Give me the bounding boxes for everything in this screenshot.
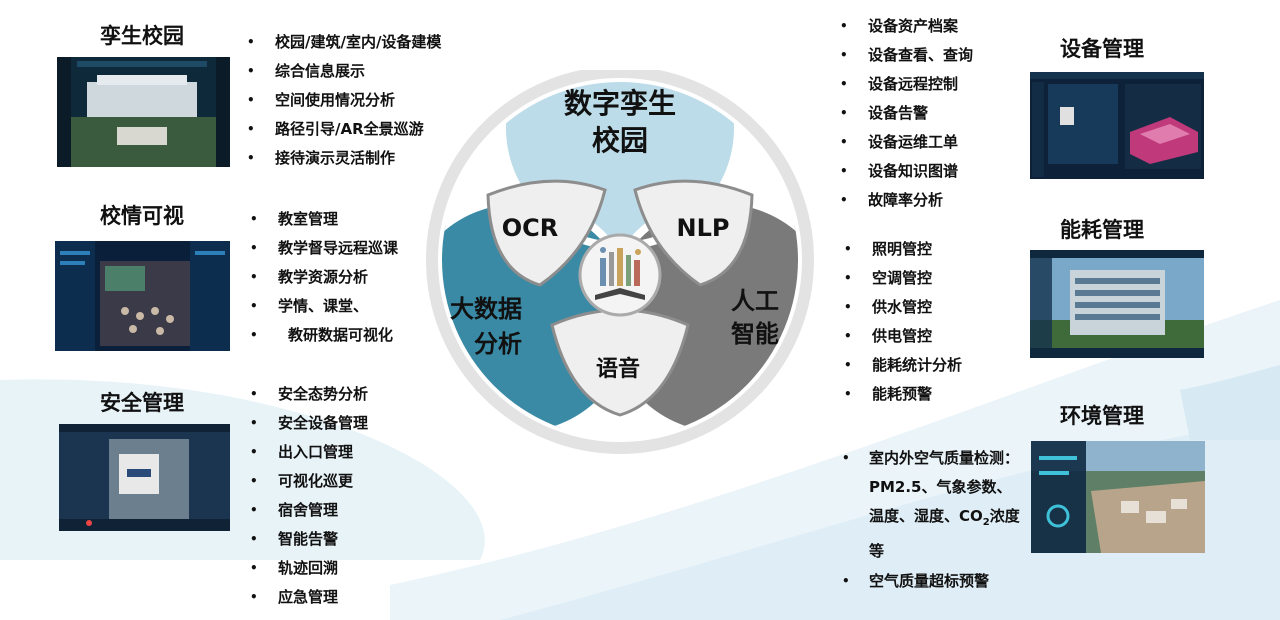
energy-title: 能耗管理	[1060, 218, 1144, 242]
environment-list: 室内外空气质量检测： PM2.5、气象参数、 温度、湿度、CO2浓度 等 空气质…	[840, 444, 1040, 596]
safety-screenshot	[59, 424, 230, 531]
env-item1-line2: PM2.5、气象参数、	[869, 478, 1012, 496]
env-item1-line4: 等	[869, 542, 885, 560]
energy-list: 照明管控 空调管控 供水管控 供电管控 能耗统计分析 能耗预警	[842, 235, 962, 409]
list-item: 校园/建筑/室内/设备建模	[245, 28, 441, 57]
list-item: 能耗统计分析	[842, 351, 962, 380]
energy-screenshot	[1030, 250, 1204, 358]
device-list: 设备资产档案 设备查看、查询 设备远程控制 设备告警 设备运维工单 设备知识图谱…	[838, 12, 973, 215]
env-item1-line3a: 温度、湿度、CO	[869, 507, 983, 525]
campus-visual-screenshot	[55, 241, 230, 351]
list-item: 轨迹回溯	[248, 554, 368, 583]
list-item: 能耗预警	[842, 380, 962, 409]
left-title-line2: 分析	[474, 330, 522, 358]
device-title: 设备管理	[1060, 37, 1144, 61]
list-item: 智能告警	[248, 525, 368, 554]
env-item1-line3: 温度、湿度、CO2浓度	[869, 502, 1040, 537]
list-item: 设备资产档案	[838, 12, 973, 41]
co2-subscript: 2	[982, 517, 990, 528]
list-item: 教学资源分析	[248, 263, 398, 292]
list-item: 设备运维工单	[838, 128, 973, 157]
list-item: 空间使用情况分析	[245, 86, 441, 115]
left-title-line1: 大数据	[450, 295, 522, 323]
list-item: 学情、课堂、	[248, 292, 398, 321]
environment-screenshot	[1031, 441, 1205, 553]
right-title-line1: 人工	[731, 287, 779, 315]
list-item: 综合信息展示	[245, 57, 441, 86]
safety-title: 安全管理	[100, 391, 184, 415]
list-item: 宿舍管理	[248, 496, 368, 525]
list-item: 可视化巡更	[248, 467, 368, 496]
device-screenshot	[1030, 72, 1204, 179]
book-icon	[595, 247, 645, 300]
voice-label: 语音	[596, 356, 640, 382]
ocr-lobe	[486, 179, 607, 287]
list-item: 空调管控	[842, 264, 962, 293]
ocr-label: OCR	[502, 214, 559, 242]
nlp-lobe	[633, 179, 754, 287]
list-item: 安全态势分析	[248, 380, 368, 409]
campus-visual-list: 教室管理 教学督导远程巡课 教学资源分析 学情、课堂、 教研数据可视化	[248, 205, 398, 350]
safety-list: 安全态势分析 安全设备管理 出入口管理 可视化巡更 宿舍管理 智能告警 轨迹回溯…	[248, 380, 368, 612]
list-item: 安全设备管理	[248, 409, 368, 438]
env-item1-line1: 室内外空气质量检测：	[869, 449, 1020, 467]
list-item: 路径引导/AR全景巡游	[245, 115, 441, 144]
list-item: 设备告警	[838, 99, 973, 128]
list-item: 教研数据可视化	[248, 321, 398, 350]
outer-ring	[426, 70, 814, 454]
list-item: 设备远程控制	[838, 70, 973, 99]
environment-title: 环境管理	[1060, 404, 1144, 428]
list-item: 室内外空气质量检测： PM2.5、气象参数、 温度、湿度、CO2浓度 等	[840, 444, 1040, 566]
center-diagram: 数字孪生 校园 OCR NLP 大数据 分析 人工 智能 语音	[426, 70, 814, 454]
list-item: 教学督导远程巡课	[248, 234, 398, 263]
list-item: 出入口管理	[248, 438, 368, 467]
list-item: 空气质量超标预警	[840, 567, 1040, 596]
top-title-line1: 数字孪生	[564, 87, 676, 120]
list-item: 接待演示灵活制作	[245, 144, 441, 173]
twin-campus-title: 孪生校园	[100, 24, 184, 48]
list-item: 教室管理	[248, 205, 398, 234]
twin-campus-list: 校园/建筑/室内/设备建模 综合信息展示 空间使用情况分析 路径引导/AR全景巡…	[245, 28, 441, 173]
list-item: 应急管理	[248, 583, 368, 612]
right-title-line2: 智能	[731, 320, 779, 348]
twin-campus-screenshot	[57, 57, 230, 167]
top-title-line2: 校园	[592, 124, 648, 157]
list-item: 故障率分析	[838, 186, 973, 215]
campus-visual-title: 校情可视	[100, 204, 184, 228]
list-item: 设备知识图谱	[838, 157, 973, 186]
list-item: 设备查看、查询	[838, 41, 973, 70]
env-item1-line3b: 浓度	[989, 507, 1020, 525]
nlp-label: NLP	[677, 214, 730, 242]
list-item: 供水管控	[842, 293, 962, 322]
list-item: 供电管控	[842, 322, 962, 351]
list-item: 照明管控	[842, 235, 962, 264]
